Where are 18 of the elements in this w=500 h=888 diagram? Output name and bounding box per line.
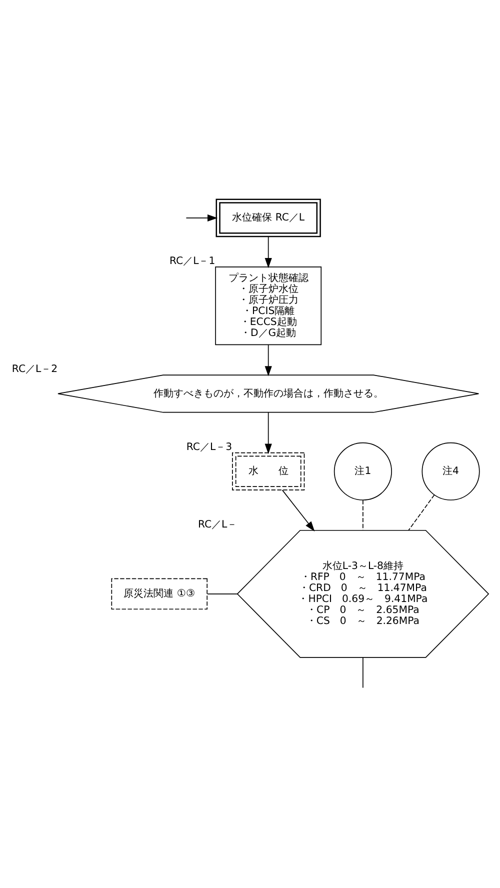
arrow [282, 490, 315, 532]
arrow [264, 412, 272, 454]
node-label: RC／L－3 [186, 442, 232, 453]
node-box: 原災法関連 ①③ [111, 578, 208, 610]
node-label: RC／L－ [198, 520, 238, 531]
arrow [264, 344, 272, 376]
node-box: 水 位 [232, 452, 305, 490]
node-box: プラント状態確認 ・原子炉水位 ・原子炉圧力 ・PCIS隔離 ・ECCS起動 ・D／G起動 [215, 266, 322, 346]
node-label: RC／L－1 [169, 256, 216, 268]
node-box: 水位確保 RC／L [216, 198, 321, 238]
arrow [186, 214, 218, 222]
arrow [264, 236, 272, 268]
connector [362, 500, 364, 531]
connector [408, 494, 435, 531]
node-circle: 注4 [422, 442, 480, 500]
node-circle: 注1 [334, 442, 392, 500]
node-label: RC／L－2 [12, 364, 58, 376]
connector [362, 657, 364, 688]
